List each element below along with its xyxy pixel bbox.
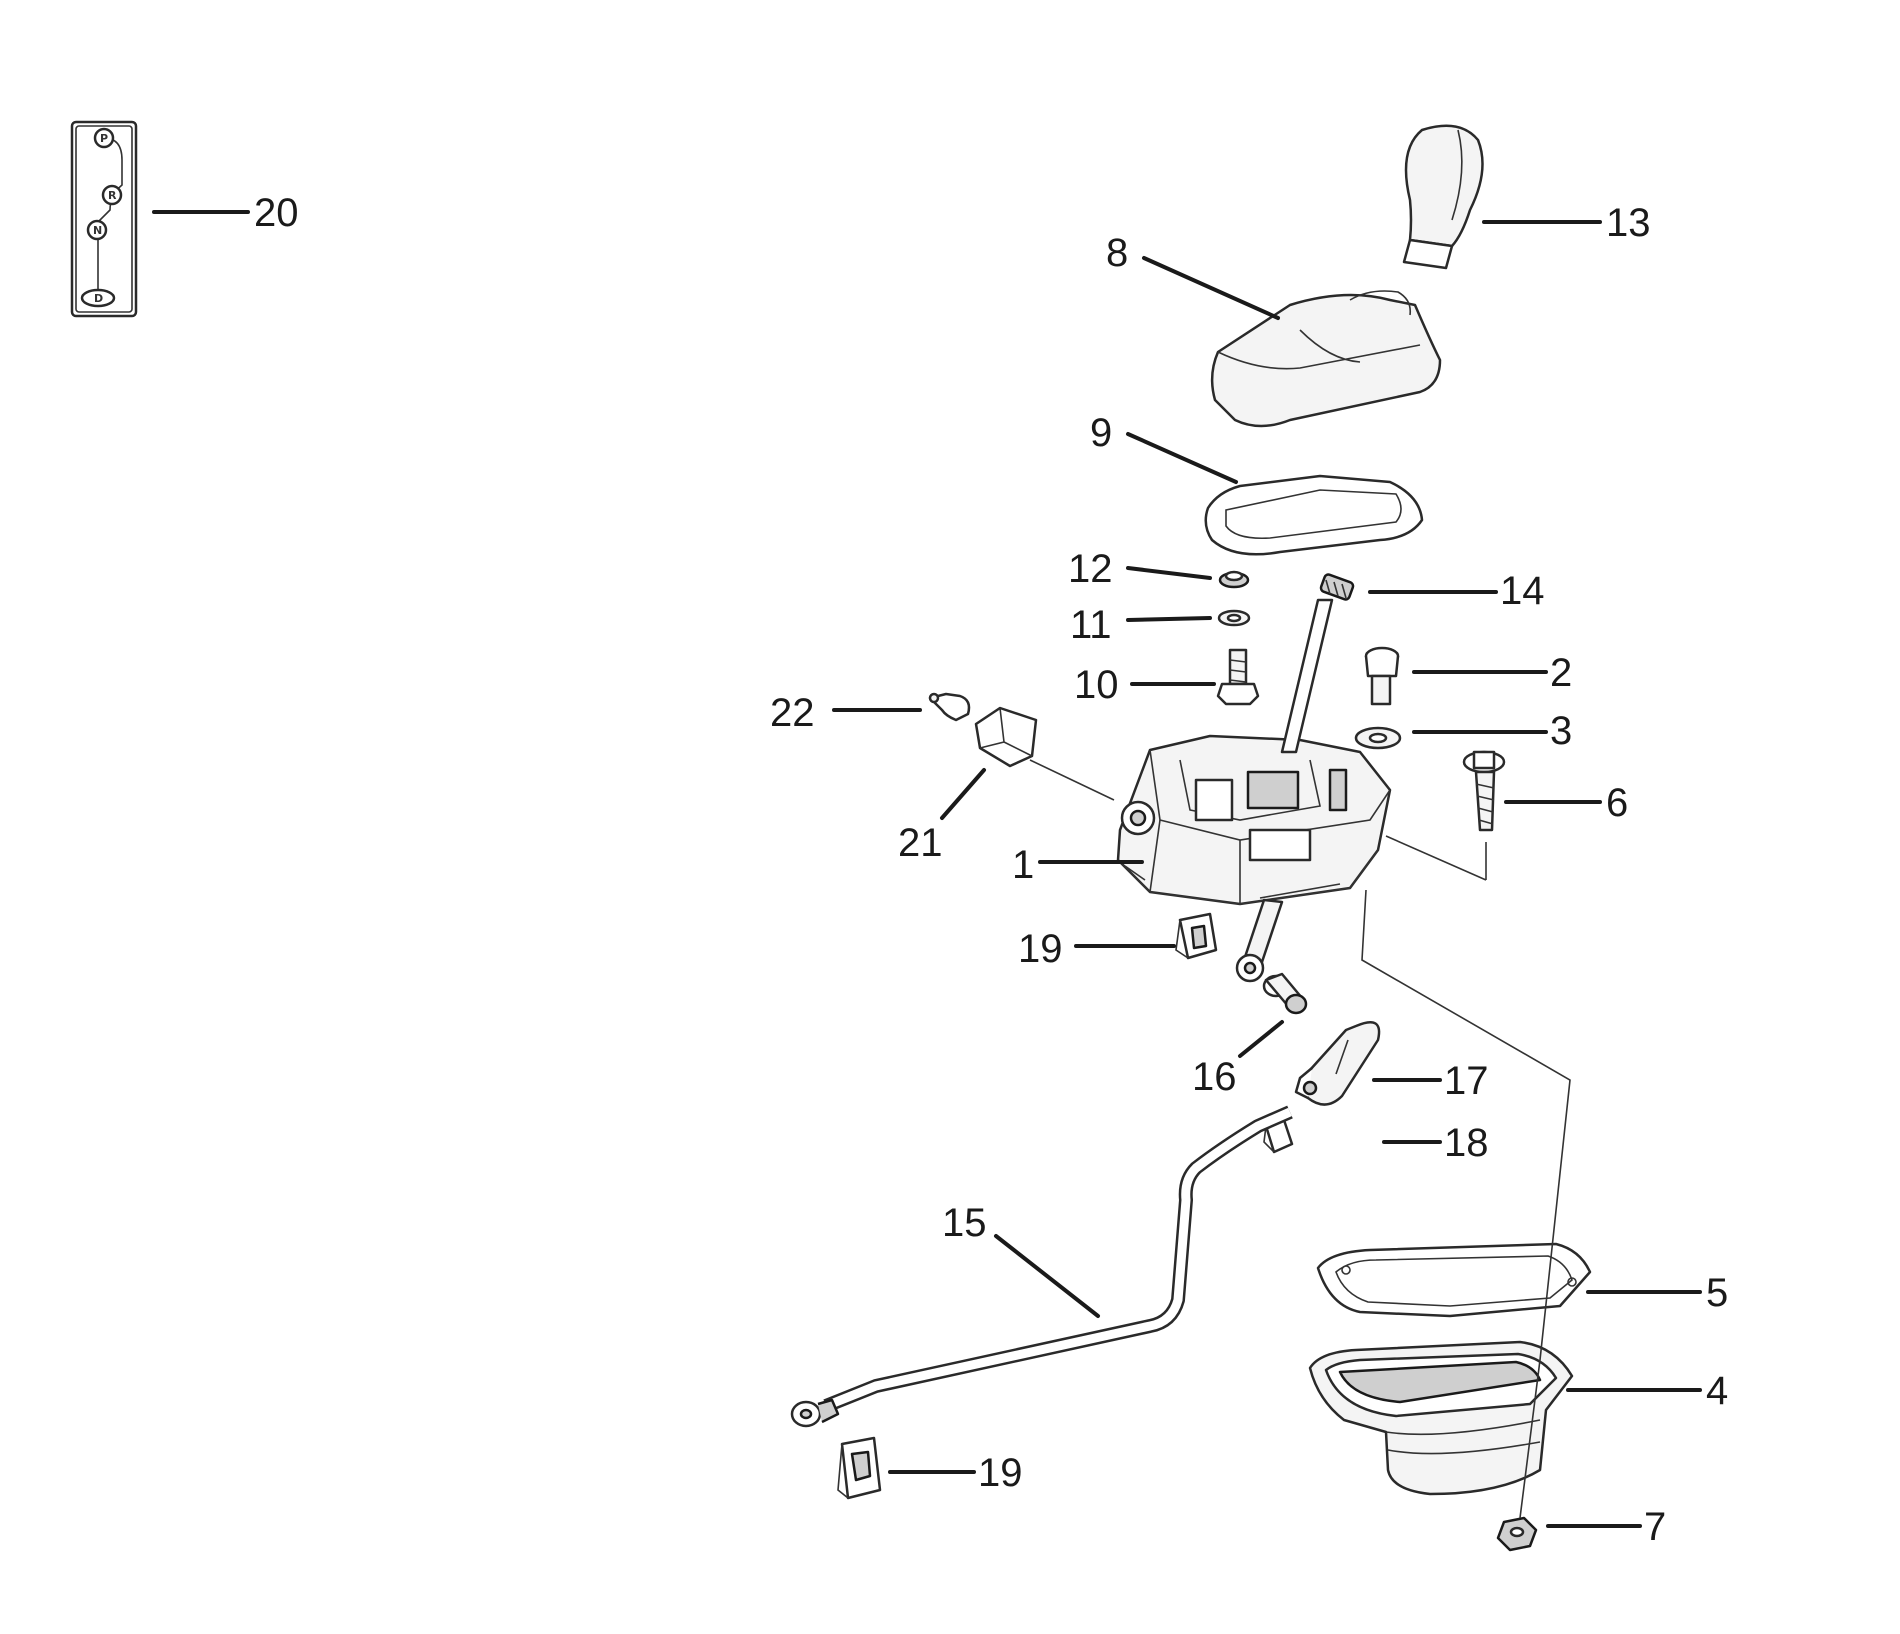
leader-15	[994, 1234, 1100, 1318]
callout-13: 13	[1606, 201, 1651, 245]
lever-spring-14	[1319, 573, 1355, 601]
callout-7: 7	[1644, 1505, 1666, 1549]
nut-7	[1496, 1516, 1538, 1552]
callout-15: 15	[942, 1201, 987, 1245]
gear-position-d: D	[94, 292, 103, 305]
pin-2	[1364, 646, 1400, 706]
leader-8	[1142, 256, 1280, 320]
alignment-lines	[1361, 835, 1571, 1519]
gear-indicator-plate: P R N D	[70, 120, 138, 318]
leader-9	[1126, 432, 1238, 484]
clip-19-upper	[1175, 912, 1218, 960]
leader-lines	[152, 210, 1702, 1528]
callout-4: 4	[1706, 1369, 1728, 1413]
gear-position-r: R	[108, 189, 117, 202]
lower-lever-arm	[1235, 898, 1284, 983]
callout-6: 6	[1606, 781, 1628, 825]
callout-12: 12	[1068, 547, 1113, 591]
callout-9: 9	[1090, 411, 1112, 455]
shift-lever-shaft	[1280, 598, 1334, 754]
leader-12	[1126, 566, 1212, 580]
callout-21: 21	[898, 821, 943, 865]
callout-22: 22	[770, 691, 815, 735]
leader-16	[1238, 1020, 1284, 1058]
washer-3	[1354, 726, 1402, 750]
shift-boot	[1210, 290, 1442, 428]
connector-wire	[1029, 759, 1115, 801]
callout-20: 20	[254, 191, 299, 235]
shift-cable-15	[790, 1105, 1293, 1428]
callout-19-upper: 19	[1018, 927, 1063, 971]
bushing-16	[1262, 972, 1308, 1015]
nut-12	[1218, 570, 1250, 589]
callout-2: 2	[1550, 651, 1572, 695]
cable-end-17	[1294, 1021, 1381, 1106]
bolt-10	[1216, 648, 1260, 706]
clip-19-lower	[837, 1436, 882, 1500]
gear-position-p: P	[100, 132, 108, 145]
callout-5: 5	[1706, 1271, 1728, 1315]
connector-21	[974, 706, 1038, 768]
callout-14: 14	[1500, 569, 1545, 613]
shifter-housing	[1116, 734, 1392, 906]
boot-frame	[1204, 474, 1424, 556]
callout-3: 3	[1550, 709, 1572, 753]
callout-19-lower: 19	[978, 1451, 1023, 1495]
gasket-5	[1316, 1242, 1592, 1318]
leader-11	[1126, 616, 1212, 622]
boot-base-4	[1308, 1340, 1574, 1496]
callout-8: 8	[1106, 231, 1128, 275]
callout-16: 16	[1192, 1055, 1237, 1099]
callout-17: 17	[1444, 1059, 1489, 1103]
callout-10: 10	[1074, 663, 1119, 707]
callout-labels: 20 13 8 9 12 14 11 10 2 22 3 6 21 1 19 1…	[254, 191, 1728, 1549]
bolt-6	[1462, 750, 1506, 832]
shift-knob	[1402, 124, 1484, 270]
callout-18: 18	[1444, 1121, 1489, 1165]
callout-11: 11	[1070, 603, 1112, 647]
leader-21	[940, 768, 986, 820]
sensor-22	[928, 692, 971, 722]
gear-position-n: N	[93, 224, 102, 237]
washer-11	[1217, 609, 1251, 627]
callout-1: 1	[1012, 843, 1034, 887]
